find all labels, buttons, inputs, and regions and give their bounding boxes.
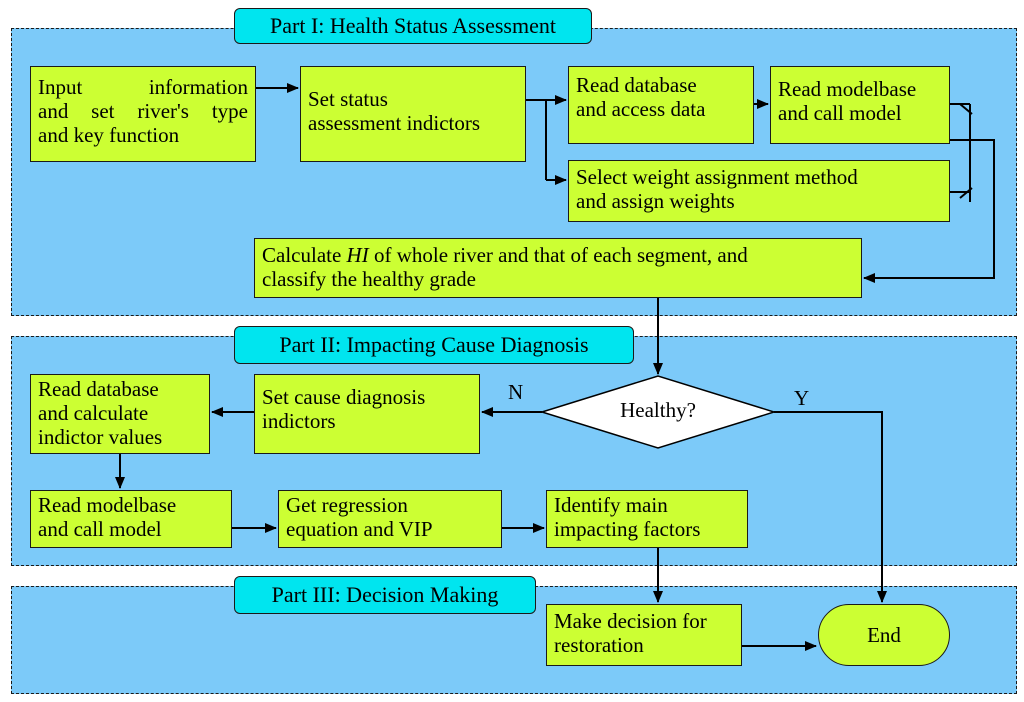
part3-title: Part III: Decision Making	[234, 576, 536, 614]
end-terminal: End	[818, 604, 950, 666]
calculate-hi-line2: classify the healthy grade	[262, 267, 476, 291]
part2-title: Part II: Impacting Cause Diagnosis	[234, 326, 634, 364]
identify-line2: impacting factors	[554, 517, 701, 541]
read-modelbase2-line1: Read modelbase	[38, 493, 177, 517]
regression-line1: Get regression	[286, 493, 408, 517]
part1-title: Part I: Health Status Assessment	[234, 8, 592, 44]
input-info-line3: and key function	[38, 123, 180, 147]
read-database-line2: and access data	[576, 97, 706, 121]
input-info-line1: Input information	[38, 75, 248, 99]
set-cause-line2: indictors	[262, 409, 336, 433]
select-weight-box: Select weight assignment method and assi…	[568, 160, 950, 222]
make-decision-line1: Make decision for	[554, 609, 707, 633]
set-status-box: Set status assessment indictors	[300, 66, 526, 162]
decision-text: Healthy?	[620, 398, 696, 422]
identify-line1: Identify main	[554, 493, 668, 517]
label-no: N	[508, 380, 524, 404]
decision-diamond	[539, 375, 777, 449]
calculate-hi-term: HI	[346, 243, 369, 267]
make-decision-line2: restoration	[554, 633, 644, 657]
set-cause-line1: Set cause diagnosis	[262, 385, 426, 409]
make-decision-box: Make decision for restoration	[546, 604, 742, 666]
read-modelbase-line1: Read modelbase	[778, 77, 917, 101]
input-info-box: Input information and set river's type a…	[30, 66, 256, 162]
arrow-right-outer	[863, 139, 995, 283]
arrow-decision-yes	[774, 411, 887, 603]
read-database-calc-line2: and calculate	[38, 401, 149, 425]
select-weight-line2: and assign weights	[576, 189, 735, 213]
set-status-line1: Set status	[308, 87, 388, 111]
read-database-box: Read database and access data	[568, 66, 754, 144]
read-modelbase-line2: and call model	[778, 101, 902, 125]
label-yes: Y	[794, 386, 810, 410]
input-info-line2: and set river's type	[38, 99, 248, 123]
calculate-hi-line1: Calculate HI of whole river and that of …	[262, 243, 854, 267]
set-status-line2: assessment indictors	[308, 111, 481, 135]
set-cause-box: Set cause diagnosis indictors	[254, 374, 480, 454]
read-modelbase-box: Read modelbase and call model	[770, 66, 950, 144]
read-database-line1: Read database	[576, 73, 697, 97]
read-database-calc-line3: indictor values	[38, 425, 163, 449]
regression-box: Get regression equation and VIP	[278, 490, 502, 548]
arrow-select-to-outer	[959, 187, 973, 199]
read-database-calc-line1: Read database	[38, 377, 159, 401]
calculate-pre: Calculate	[262, 243, 347, 267]
identify-box: Identify main impacting factors	[546, 490, 748, 548]
calculate-post: of whole river and that of each segment,…	[368, 243, 748, 267]
regression-line2: equation and VIP	[286, 517, 433, 541]
arrow-model-to-outer	[959, 103, 973, 115]
select-weight-line1: Select weight assignment method	[576, 165, 858, 189]
read-modelbase2-box: Read modelbase and call model	[30, 490, 232, 548]
read-modelbase2-line2: and call model	[38, 517, 162, 541]
calculate-hi-box: Calculate HI of whole river and that of …	[254, 238, 862, 298]
read-database-calc-box: Read database and calculate indictor val…	[30, 374, 210, 454]
